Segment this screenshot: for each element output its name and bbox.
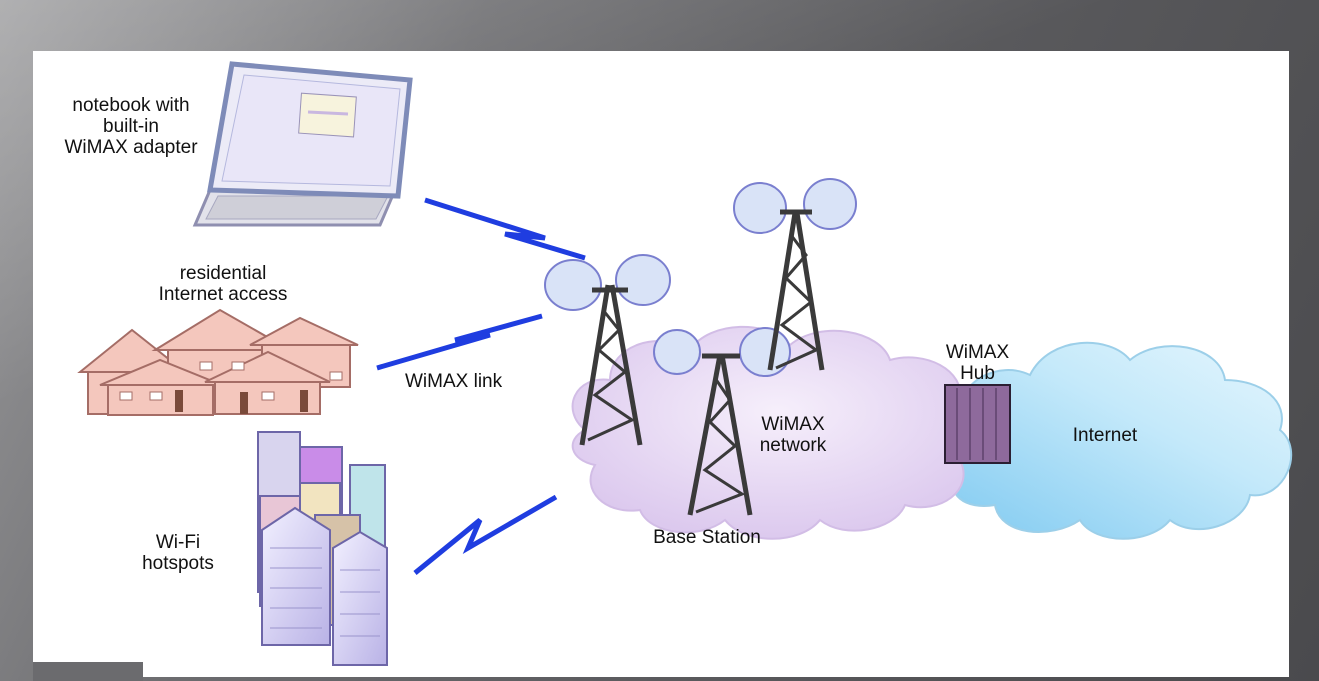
residential-houses-icon bbox=[77, 308, 359, 416]
wimax-hub-box bbox=[944, 384, 1011, 464]
radio-waves bbox=[544, 178, 857, 377]
internet-cloud bbox=[926, 341, 1293, 540]
notebook-icon bbox=[192, 61, 413, 227]
radio-wave-right-1 bbox=[615, 254, 671, 306]
base-station-label: Base Station bbox=[653, 527, 761, 548]
radio-wave-left-3 bbox=[653, 329, 701, 375]
notebook-label: notebook with built-in WiMAX adapter bbox=[64, 95, 198, 158]
panel-corner-cutout bbox=[33, 662, 143, 681]
wimax-hub-label: WiMAX Hub bbox=[945, 342, 1010, 384]
residential-label: residential Internet access bbox=[158, 263, 288, 305]
tower-right bbox=[767, 209, 825, 371]
radio-wave-right-3 bbox=[739, 327, 791, 377]
radio-wave-left-2 bbox=[733, 182, 787, 234]
wifi-hotspots-label: Wi-Fi hotspots bbox=[142, 532, 214, 574]
tower-center bbox=[687, 353, 753, 516]
link-hotspots bbox=[413, 494, 558, 575]
radio-wave-left-1 bbox=[544, 259, 602, 311]
radio-wave-right-2 bbox=[803, 178, 857, 230]
wifi-hotspot-buildings-icon bbox=[257, 431, 388, 666]
base-station-towers bbox=[579, 209, 825, 516]
internet-label: Internet bbox=[1072, 425, 1138, 446]
tower-left bbox=[579, 284, 643, 446]
wimax-link-lines bbox=[376, 197, 586, 575]
link-residential bbox=[376, 313, 543, 371]
wimax-network-label: WiMAX network bbox=[759, 414, 827, 456]
wimax-link-label: WiMAX link bbox=[405, 371, 503, 392]
link-notebook bbox=[424, 197, 586, 261]
